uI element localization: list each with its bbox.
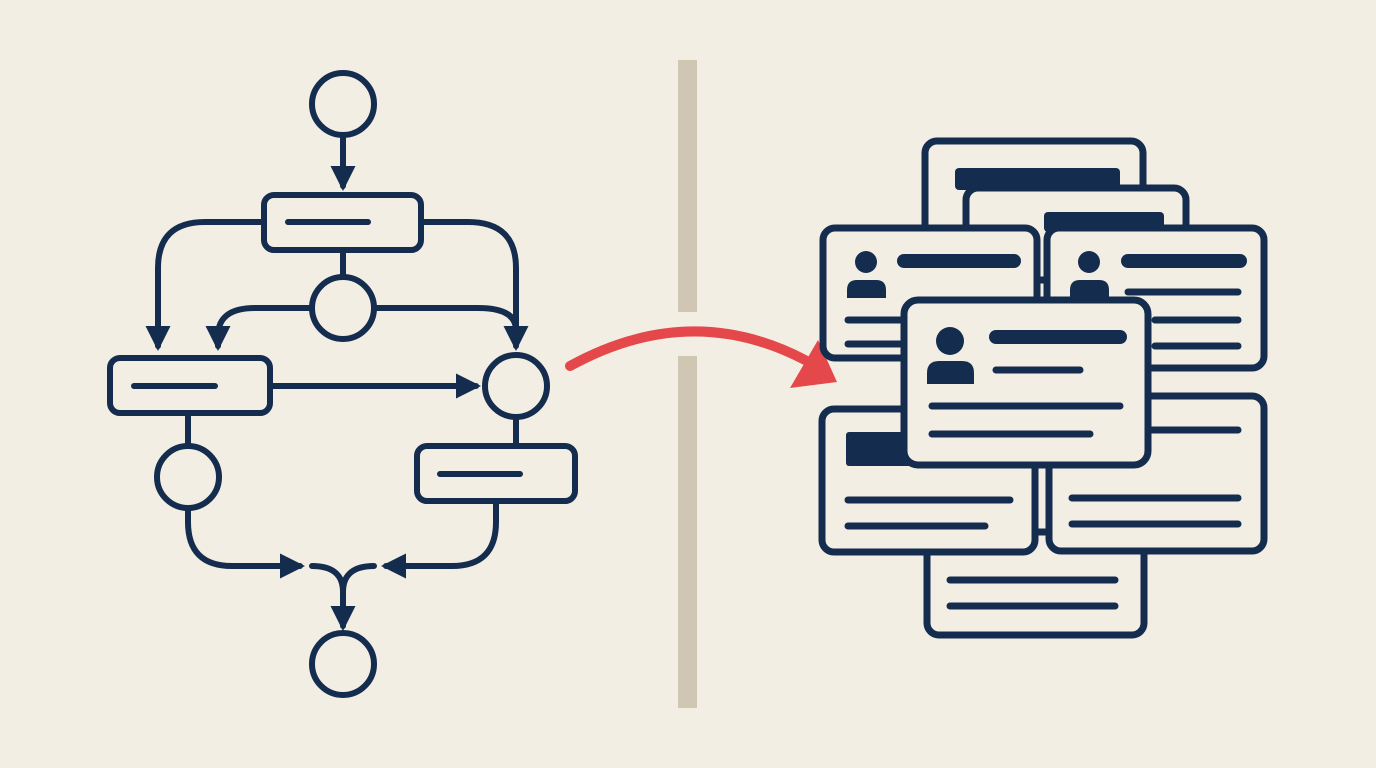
flowchart bbox=[107, 70, 578, 698]
curved-arrow-icon bbox=[565, 326, 837, 388]
start-circle bbox=[309, 70, 377, 138]
edge-join-right-curve bbox=[340, 563, 377, 595]
edge-mid-circle-to-left-box bbox=[205, 305, 315, 352]
avatar-icon bbox=[927, 327, 974, 384]
avatar-icon bbox=[847, 251, 886, 298]
divider-top bbox=[678, 60, 697, 312]
edge-left-circle-to-join bbox=[185, 505, 306, 579]
avatar-icon bbox=[1070, 251, 1109, 298]
decision-circle-middle bbox=[309, 274, 377, 342]
card-profile-front bbox=[900, 296, 1152, 469]
divider-bottom bbox=[678, 356, 697, 708]
card-stack bbox=[818, 137, 1268, 639]
edge-top-box-to-merge bbox=[420, 219, 529, 352]
end-circle bbox=[309, 630, 377, 698]
merge-circle-right bbox=[482, 352, 550, 420]
edge-top-box-to-left-box bbox=[145, 219, 265, 352]
decision-circle-left bbox=[154, 443, 222, 511]
edge-mid-circle-to-merge bbox=[371, 305, 519, 333]
divider bbox=[678, 60, 697, 708]
edge-join-to-end bbox=[309, 563, 356, 632]
edge-right-box-to-join bbox=[380, 499, 499, 579]
